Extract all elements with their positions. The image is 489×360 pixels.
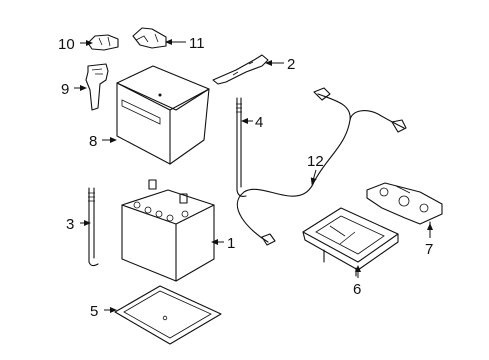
callout-7: 7 bbox=[425, 241, 433, 258]
part-2-clamp bbox=[212, 54, 269, 85]
part-12-cable-harness bbox=[236, 87, 407, 246]
leader-12 bbox=[310, 169, 317, 185]
part-3-j-bolt bbox=[88, 187, 99, 267]
part-6-battery-support bbox=[302, 207, 399, 277]
callout-1: 1 bbox=[227, 235, 235, 252]
callout-11: 11 bbox=[189, 35, 205, 52]
callout-3: 3 bbox=[66, 216, 74, 233]
part-7-bracket bbox=[366, 182, 443, 231]
part-8-battery-box bbox=[116, 65, 210, 165]
part-5-tray-pad bbox=[114, 285, 222, 345]
callout-5: 5 bbox=[90, 303, 98, 320]
part-1-battery bbox=[121, 179, 215, 282]
callout-12: 12 bbox=[307, 153, 324, 170]
callout-10: 10 bbox=[58, 36, 75, 53]
callout-4: 4 bbox=[255, 114, 263, 131]
part-9-hold-down-bracket bbox=[85, 63, 109, 111]
leader-lines bbox=[74, 39, 433, 313]
part-10-terminal-clamp bbox=[87, 34, 119, 51]
part-11-terminal-cover bbox=[132, 27, 167, 49]
callout-6: 6 bbox=[353, 281, 361, 298]
part-4-j-bolt bbox=[236, 97, 247, 197]
callout-9: 9 bbox=[61, 81, 69, 98]
callout-8: 8 bbox=[89, 133, 97, 150]
callout-2: 2 bbox=[287, 56, 295, 73]
callout-labels: 10 11 9 8 2 4 12 3 1 5 6 7 bbox=[58, 35, 433, 320]
